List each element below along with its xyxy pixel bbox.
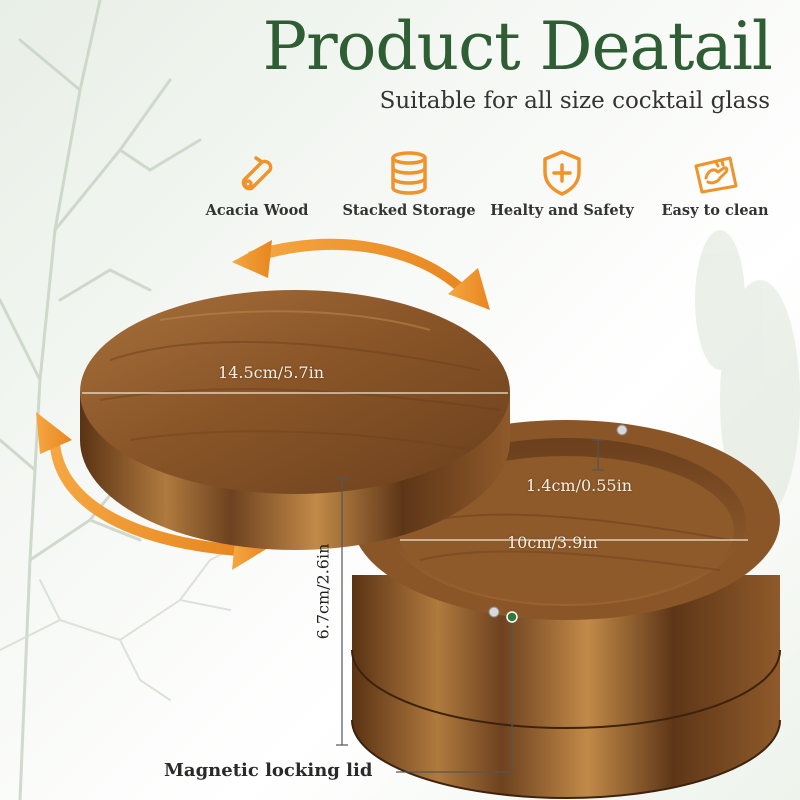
wood-log-icon xyxy=(241,156,273,191)
feature-healthy-safety: Healty and Safety xyxy=(487,148,637,219)
lid-diameter-label: 14.5cm/5.7in xyxy=(218,363,325,382)
feature-row: Acacia Wood Stacked Storage Healty and S… xyxy=(192,148,782,228)
height-label: 6.7cm/2.6in xyxy=(313,543,333,640)
feature-label: Stacked Storage xyxy=(342,202,476,219)
page-title: Product Deatail xyxy=(262,8,773,85)
inner-diameter-label: 10cm/3.9in xyxy=(507,533,598,552)
stacked-storage-icon xyxy=(391,151,427,195)
feature-acacia-wood: Acacia Wood xyxy=(182,148,332,219)
magnet-marker xyxy=(506,611,518,623)
feature-stacked-storage: Stacked Storage xyxy=(334,148,484,219)
wipe-hand-icon xyxy=(694,156,738,194)
feature-label: Easy to clean xyxy=(661,202,769,219)
feature-label: Acacia Wood xyxy=(205,202,309,219)
feature-easy-clean: Easy to clean xyxy=(640,148,790,219)
feature-label: Healty and Safety xyxy=(490,202,634,219)
shield-plus-icon xyxy=(543,150,581,196)
magnetic-lid-callout: Magnetic locking lid xyxy=(164,760,373,781)
rotate-arrow-top xyxy=(232,238,490,310)
wooden-lid xyxy=(80,290,510,550)
dimension-lines xyxy=(82,392,748,541)
depth-label: 1.4cm/0.55in xyxy=(526,476,633,495)
page-subtitle: Suitable for all size cocktail glass xyxy=(379,88,770,114)
